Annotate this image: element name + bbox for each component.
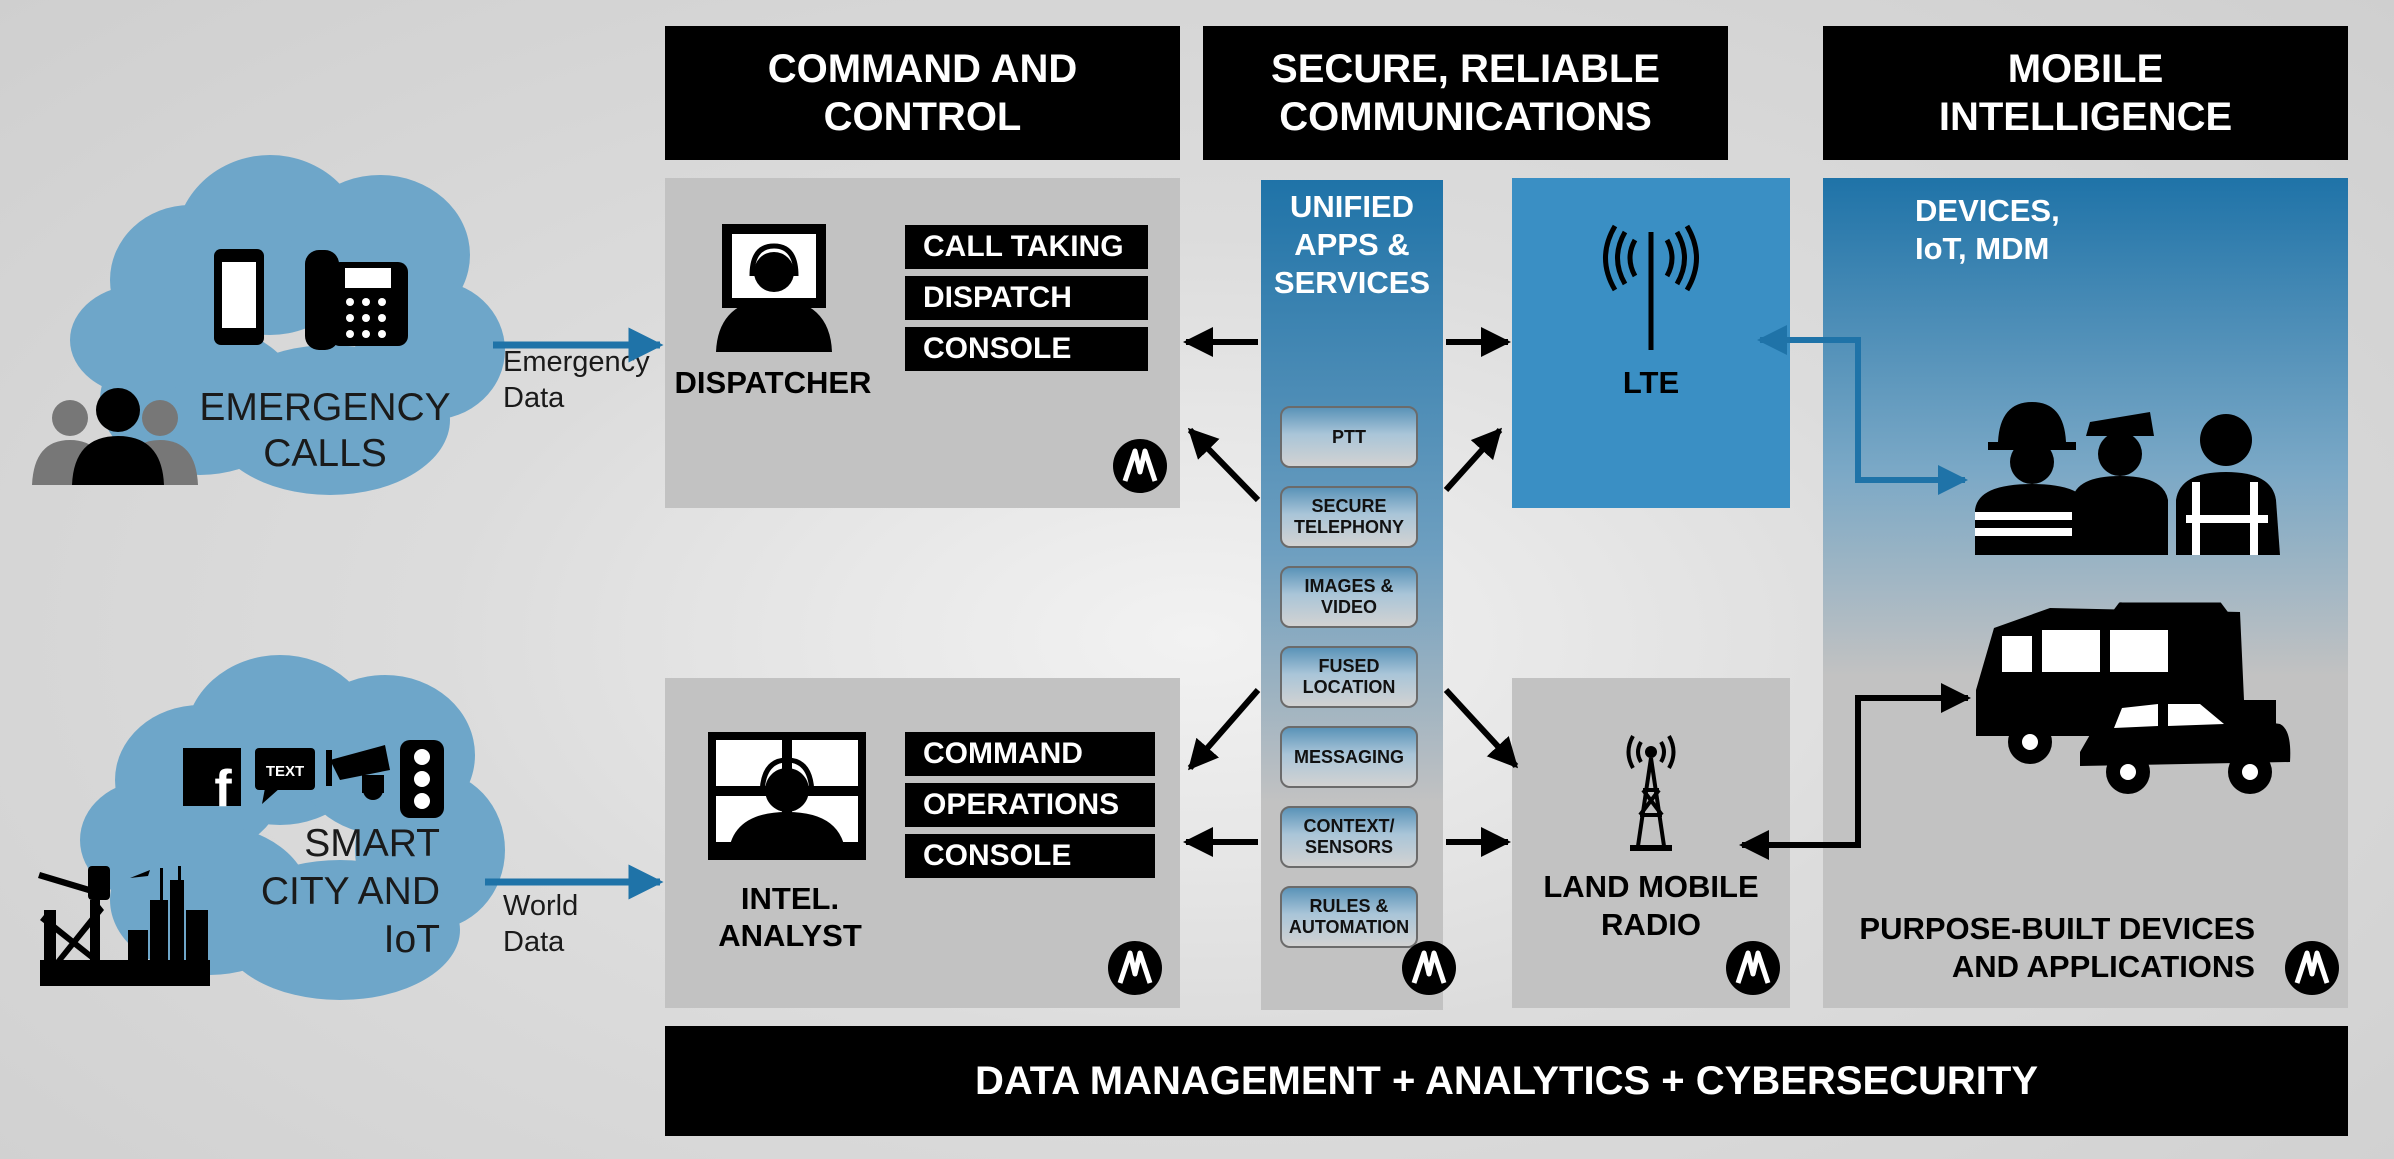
- emergency-data-label: Emergency Data: [503, 346, 650, 414]
- emergency-vehicles-icon: [1976, 602, 2291, 794]
- smart-city-label: SMART CITY AND IoT: [260, 822, 440, 961]
- world-data-label: World Data: [503, 890, 579, 958]
- service-messaging[interactable]: MESSAGING: [1280, 726, 1418, 788]
- unified-apps-title: UNIFIED APPS & SERVICES: [1273, 189, 1431, 300]
- unified-lmr-diagonal: [1443, 687, 1519, 769]
- service-secure-telephony[interactable]: SECURE TELEPHONY: [1280, 486, 1418, 548]
- security-camera-icon: [326, 745, 390, 800]
- service-ptt[interactable]: PTT: [1280, 406, 1418, 468]
- operations-button[interactable]: OPERATIONS: [905, 783, 1155, 827]
- dispatcher-console-button[interactable]: CONSOLE: [905, 327, 1148, 371]
- dispatcher-icon: [716, 224, 832, 352]
- emergency-calls-label: EMERGENCY CALLS: [199, 386, 451, 475]
- lmr-label: LAND MOBILE RADIO: [1543, 869, 1759, 942]
- service-fused-location[interactable]: FUSED LOCATION: [1280, 646, 1418, 708]
- lte-responders-arrow: [1757, 325, 1968, 495]
- unified-lte-diagonal: [1443, 427, 1503, 493]
- svg-text:f: f: [214, 760, 232, 818]
- header-mobile-intelligence: MOBILE INTELLIGENCE: [1823, 26, 2348, 160]
- lte-antenna-icon: [1603, 224, 1699, 350]
- emergency-cloud: [70, 155, 505, 495]
- desk-phone-icon: [305, 250, 408, 350]
- first-responders-icon: [1975, 402, 2280, 555]
- smartphone-icon: [214, 249, 264, 345]
- intel-analyst-label: INTEL. ANALYST: [718, 881, 862, 953]
- dispatch-button[interactable]: DISPATCH: [905, 276, 1148, 320]
- dispatcher-label: DISPATCHER: [674, 365, 872, 400]
- traffic-light-icon: [400, 740, 444, 818]
- text-icon-label: TEXT: [266, 763, 304, 780]
- call-taking-button[interactable]: CALL TAKING: [905, 225, 1148, 269]
- analyst-console-button[interactable]: CONSOLE: [905, 834, 1155, 878]
- unified-analyst-diagonal: [1187, 688, 1261, 771]
- service-images-video[interactable]: IMAGES & VIDEO: [1280, 566, 1418, 628]
- smart-city-cloud: [80, 655, 505, 1000]
- devices-iot-mdm-label: DEVICES, IoT, MDM: [1915, 193, 2060, 266]
- lmr-tower-icon: [1626, 735, 1676, 851]
- lte-label: LTE: [1622, 365, 1680, 400]
- analyst-icon: [708, 732, 866, 860]
- lmr-vehicles-arrow: [1739, 683, 1971, 860]
- mobile-intel-panel: [1823, 178, 2348, 1008]
- footer-data-management: DATA MANAGEMENT + ANALYTICS + CYBERSECUR…: [665, 1026, 2348, 1136]
- people-icon: [32, 388, 198, 485]
- city-skyline-icon: [38, 866, 210, 986]
- unified-dispatcher-diagonal: [1187, 427, 1261, 503]
- service-rules-automation[interactable]: RULES & AUTOMATION: [1280, 886, 1418, 948]
- service-context-sensors[interactable]: CONTEXT/ SENSORS: [1280, 806, 1418, 868]
- command-button[interactable]: COMMAND: [905, 732, 1155, 776]
- header-command-control: COMMAND AND CONTROL: [665, 26, 1180, 160]
- header-secure-communications: SECURE, RELIABLE COMMUNICATIONS: [1203, 26, 1728, 160]
- purpose-built-label: PURPOSE-BUILT DEVICES AND APPLICATIONS: [1859, 911, 2255, 984]
- text-message-icon: TEXT: [255, 748, 315, 804]
- facebook-icon: f: [183, 748, 241, 818]
